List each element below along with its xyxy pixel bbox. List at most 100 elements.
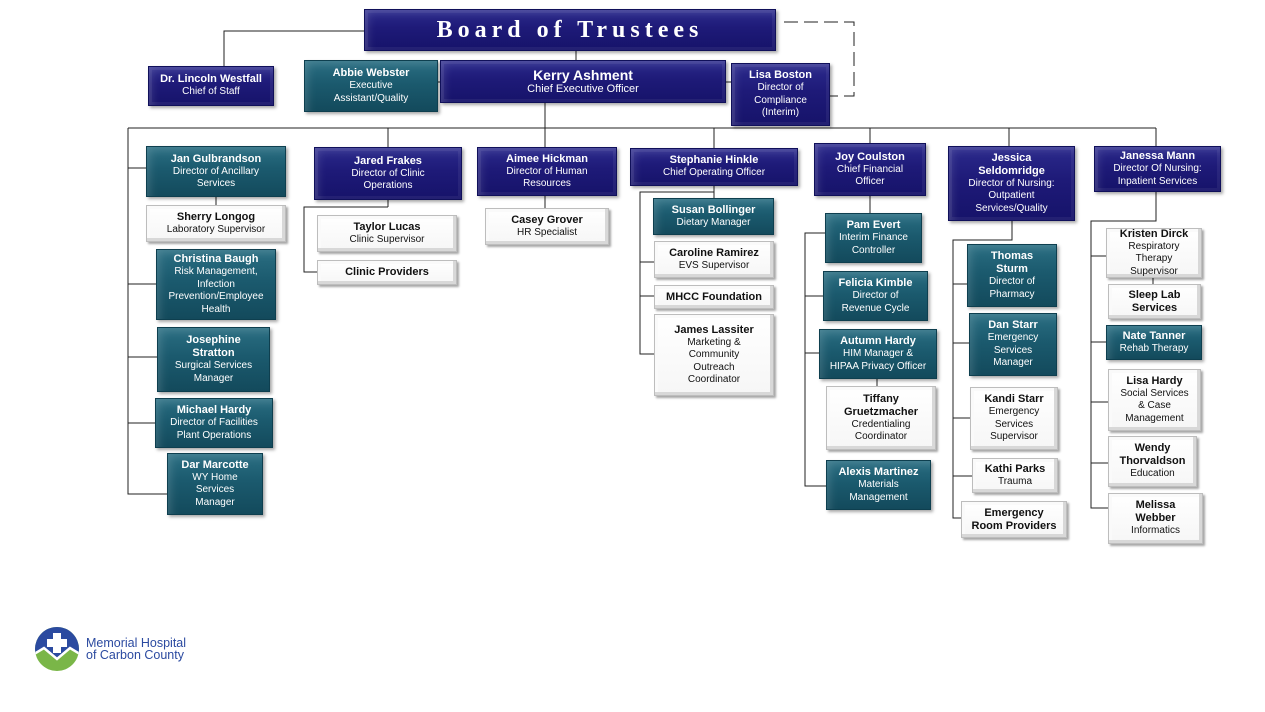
- node-longog[interactable]: Sherry Longog Laboratory Supervisor: [146, 205, 286, 242]
- node-name: Michael Hardy: [176, 404, 252, 416]
- node-name: Dan Starr: [988, 319, 1038, 332]
- node-name: Sherry Longog: [176, 210, 256, 223]
- node-title: Materials Management: [849, 479, 908, 503]
- node-clinic-providers[interactable]: Clinic Providers: [317, 260, 457, 285]
- node-name: Wendy Thorvaldson: [1119, 442, 1186, 468]
- node-title: Emergency Services Supervisor: [988, 406, 1040, 443]
- node-title: Chief Operating Officer: [662, 167, 766, 179]
- node-westfall[interactable]: Dr. Lincoln Westfall Chief of Staff: [148, 66, 274, 106]
- node-marcotte[interactable]: Dar Marcotte WY Home Services Manager: [167, 453, 263, 515]
- node-title: Director of Ancillary Services: [172, 165, 260, 190]
- node-grover[interactable]: Casey Grover HR Specialist: [485, 208, 609, 245]
- node-title: HIM Manager & HIPAA Privacy Officer: [829, 348, 927, 372]
- node-gruetzmacher[interactable]: Tiffany Gruetzmacher Credentialing Coord…: [826, 386, 936, 450]
- node-title: Rehab Therapy: [1119, 342, 1189, 354]
- node-title: Social Services & Case Management: [1120, 387, 1189, 424]
- node-title: Credentialing Coordinator: [851, 418, 911, 443]
- node-lassiter[interactable]: James Lassiter Marketing & Community Out…: [654, 314, 774, 396]
- hospital-cross-icon: [35, 627, 79, 671]
- node-title: Clinic Supervisor: [349, 233, 425, 245]
- node-title: Chief Financial Officer: [836, 163, 904, 188]
- node-title: Marketing & Community Outreach Coordinat…: [687, 336, 741, 386]
- node-name: Thomas Sturm: [990, 250, 1034, 275]
- node-martinez[interactable]: Alexis Martinez Materials Management: [826, 460, 931, 510]
- logo-line-2: of Carbon County: [86, 648, 184, 662]
- node-sleep-lab[interactable]: Sleep Lab Services: [1108, 284, 1201, 319]
- node-lucas[interactable]: Taylor Lucas Clinic Supervisor: [317, 215, 457, 252]
- node-title: Chief of Staff: [182, 86, 240, 98]
- node-name: Janessa Mann: [1119, 150, 1196, 162]
- node-stratton[interactable]: Josephine Stratton Surgical Services Man…: [157, 327, 270, 392]
- node-name: Lisa Boston: [749, 69, 812, 82]
- node-name: Susan Bollinger: [671, 203, 756, 216]
- node-name: Kandi Starr: [984, 393, 1044, 406]
- node-title: Director of Clinic Operations: [351, 167, 425, 192]
- node-kstarr[interactable]: Kandi Starr Emergency Services Superviso…: [970, 387, 1058, 450]
- node-tanner[interactable]: Nate Tanner Rehab Therapy: [1106, 325, 1202, 360]
- node-title: Laboratory Supervisor: [166, 223, 266, 235]
- node-er-providers[interactable]: Emergency Room Providers: [961, 501, 1067, 538]
- node-bollinger[interactable]: Susan Bollinger Dietary Manager: [653, 198, 774, 235]
- node-parks[interactable]: Kathi Parks Trauma: [972, 458, 1058, 493]
- node-webster[interactable]: Abbie Webster Executive Assistant/Qualit…: [304, 60, 438, 112]
- node-name: Dr. Lincoln Westfall: [160, 73, 262, 86]
- node-sturm[interactable]: Thomas Sturm Director of Pharmacy: [967, 244, 1057, 307]
- node-title: HR Specialist: [516, 226, 578, 238]
- node-hinkle[interactable]: Stephanie Hinkle Chief Operating Officer: [630, 148, 798, 186]
- node-name: Christina Baugh: [173, 253, 259, 265]
- node-title: Surgical Services Manager: [174, 360, 253, 384]
- node-baugh[interactable]: Christina Baugh Risk Management, Infecti…: [156, 249, 276, 320]
- node-title: EVS Supervisor: [678, 259, 750, 271]
- node-name: James Lassiter: [674, 323, 754, 336]
- node-gulbrandson[interactable]: Jan Gulbrandson Director of Ancillary Se…: [146, 146, 286, 197]
- node-title: Informatics: [1131, 525, 1180, 537]
- node-mhcc-foundation[interactable]: MHCC Foundation: [654, 285, 774, 309]
- board-title: Board of Trustees: [436, 17, 704, 43]
- node-name: Lisa Hardy: [1126, 374, 1183, 387]
- node-boston[interactable]: Lisa Boston Director of Compliance (Inte…: [731, 63, 830, 126]
- node-evert[interactable]: Pam Evert Interim Finance Controller: [825, 213, 922, 263]
- node-name: Kathi Parks: [984, 462, 1046, 475]
- node-lhardy[interactable]: Lisa Hardy Social Services & Case Manage…: [1108, 369, 1201, 431]
- node-title: Interim Finance Controller: [839, 232, 908, 256]
- node-name: Nate Tanner: [1122, 329, 1186, 342]
- node-name: Jessica Seldomridge: [978, 151, 1045, 177]
- node-name: Clinic Providers: [345, 266, 429, 278]
- node-dirck[interactable]: Kristen Dirck Respiratory Therapy Superv…: [1106, 228, 1202, 278]
- node-title: Director of Compliance (Interim): [754, 82, 807, 119]
- node-webber[interactable]: Melissa Webber Informatics: [1108, 493, 1203, 544]
- node-name: Tiffany Gruetzmacher: [844, 392, 918, 418]
- node-hickman[interactable]: Aimee Hickman Director of Human Resource…: [477, 147, 617, 196]
- node-coulston[interactable]: Joy Coulston Chief Financial Officer: [814, 143, 926, 196]
- node-ceo-ashment[interactable]: Kerry Ashment Chief Executive Officer: [440, 60, 726, 103]
- node-name: Aimee Hickman: [506, 152, 588, 165]
- node-mann[interactable]: Janessa Mann Director Of Nursing: Inpati…: [1094, 146, 1221, 192]
- hospital-logo: Memorial Hospital of Carbon County: [34, 626, 186, 672]
- node-ahardy[interactable]: Autumn Hardy HIM Manager & HIPAA Privacy…: [819, 329, 937, 379]
- board-of-trustees-box[interactable]: Board of Trustees: [364, 9, 776, 51]
- node-name: Jan Gulbrandson: [170, 152, 262, 165]
- logo-text: Memorial Hospital of Carbon County: [86, 636, 186, 662]
- node-name: Melissa Webber: [1135, 499, 1176, 525]
- node-thorvaldson[interactable]: Wendy Thorvaldson Education: [1108, 436, 1197, 487]
- node-seldomridge[interactable]: Jessica Seldomridge Director of Nursing:…: [948, 146, 1075, 221]
- node-title: Director Of Nursing: Inpatient Services: [1113, 163, 1202, 187]
- node-title: WY Home Services Manager: [192, 471, 238, 508]
- node-mhardy[interactable]: Michael Hardy Director of Facilities Pla…: [155, 398, 273, 448]
- node-ramirez[interactable]: Caroline Ramirez EVS Supervisor: [654, 241, 774, 278]
- node-name: Caroline Ramirez: [669, 246, 759, 259]
- node-name: Taylor Lucas: [353, 220, 421, 233]
- node-name: Kerry Ashment: [533, 67, 633, 84]
- node-name: MHCC Foundation: [666, 290, 762, 303]
- node-title: Director of Revenue Cycle: [841, 290, 910, 314]
- node-title: Education: [1130, 468, 1175, 480]
- node-frakes[interactable]: Jared Frakes Director of Clinic Operatio…: [314, 147, 462, 200]
- node-title: Emergency Services Manager: [987, 332, 1039, 369]
- node-title: Director of Nursing: Outpatient Services…: [968, 177, 1055, 214]
- node-name: Stephanie Hinkle: [669, 154, 759, 167]
- node-title: Director of Facilities Plant Operations: [170, 417, 258, 441]
- node-name: Jared Frakes: [354, 154, 422, 167]
- node-kimble[interactable]: Felicia Kimble Director of Revenue Cycle: [823, 271, 928, 321]
- node-dstarr[interactable]: Dan Starr Emergency Services Manager: [969, 313, 1057, 376]
